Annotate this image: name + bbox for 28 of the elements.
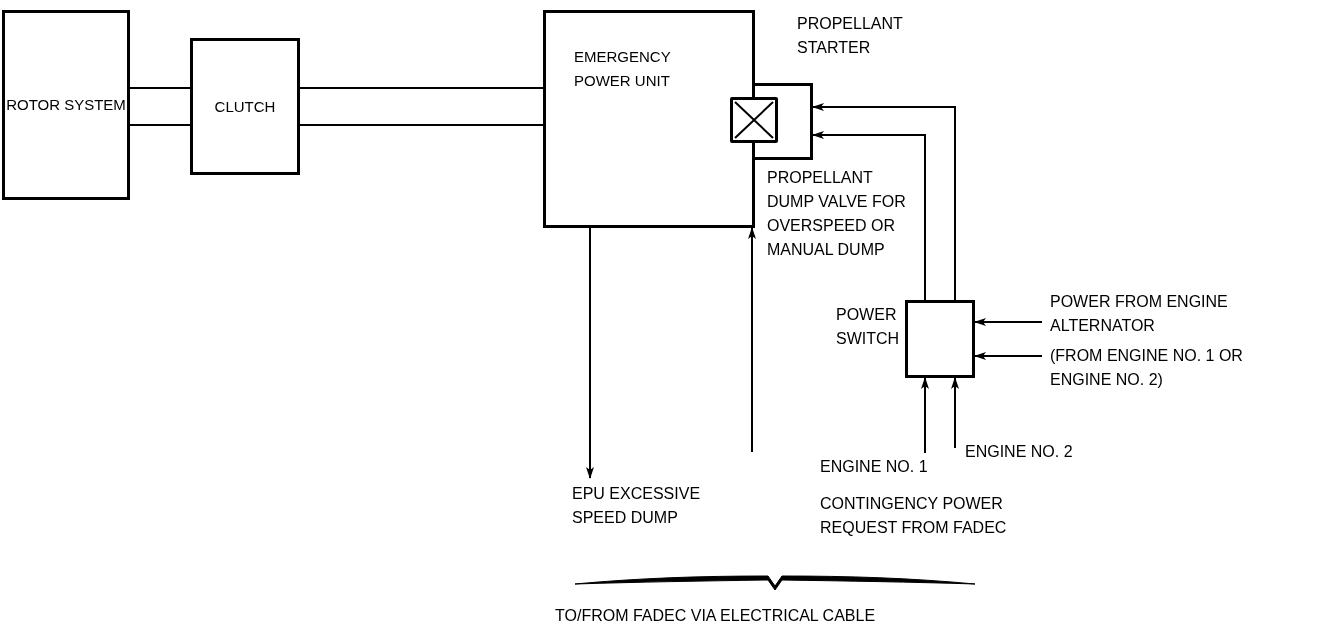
arrow <box>812 103 956 301</box>
note-text: CONTINGENCY POWER REQUEST FROM FADEC <box>820 494 1008 538</box>
arrow <box>951 377 959 449</box>
process-box <box>190 38 300 175</box>
arrow <box>974 318 1043 326</box>
box-label: CLUTCH <box>214 96 276 117</box>
box-heading: POWER SWITCH <box>836 305 901 349</box>
box-heading: PROPELLANT STARTER <box>797 14 904 58</box>
node-label: EPU EXCESSIVE SPEED DUMP <box>572 482 752 530</box>
node-label: ENGINE NO. 1 <box>820 455 945 479</box>
valve-symbol <box>730 97 778 143</box>
box-label: ROTOR SYSTEM <box>6 95 126 115</box>
box-label: EMERGENCY POWER UNIT <box>574 47 672 91</box>
arrow <box>812 131 926 301</box>
process-box <box>543 10 755 228</box>
shaft-line <box>299 87 544 126</box>
arrow <box>586 227 594 479</box>
node-label: (FROM ENGINE NO. 1 OR ENGINE NO. 2) <box>1050 344 1300 392</box>
arrow <box>921 377 929 454</box>
node-label: POWER FROM ENGINE ALTERNATOR <box>1050 290 1250 338</box>
arrow <box>748 227 756 453</box>
curly-brace <box>575 574 975 592</box>
note-text: PROPELLANT DUMP VALVE FOR OVERSPEED OR MANUAL DUMP <box>767 168 907 260</box>
process-box <box>2 10 130 200</box>
node-label: ENGINE NO. 2 <box>965 440 1095 464</box>
arrow <box>974 352 1043 360</box>
note-text: TO/FROM FADEC VIA ELECTRICAL CABLE <box>555 606 877 626</box>
shaft-line <box>129 87 191 126</box>
